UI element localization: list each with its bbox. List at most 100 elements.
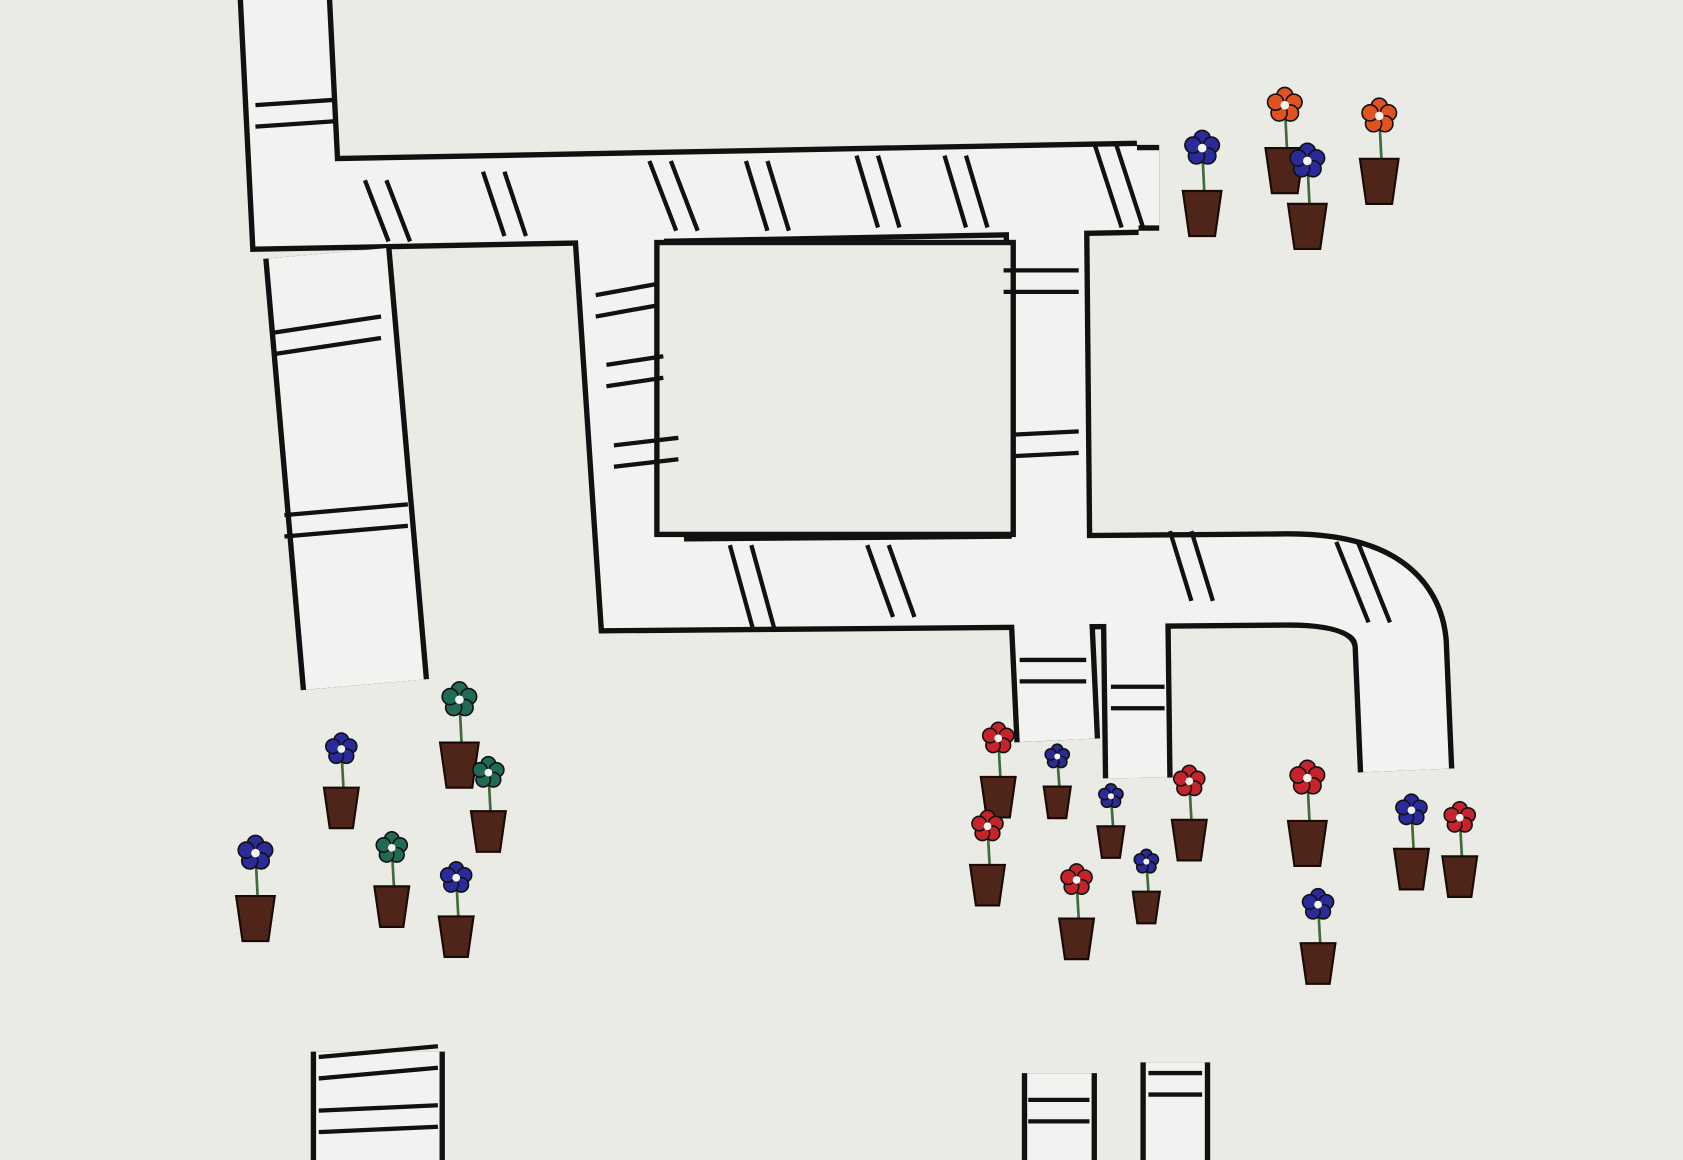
pot xyxy=(322,786,360,830)
pipe-band-line xyxy=(1355,541,1392,624)
flower-center xyxy=(1303,156,1312,166)
pot xyxy=(1131,890,1162,925)
pipe-band-line xyxy=(1092,144,1124,229)
pipe-band-line xyxy=(284,523,409,539)
pot xyxy=(1392,847,1431,891)
pipe-band-line xyxy=(854,154,881,229)
flower-center xyxy=(1072,876,1081,884)
flower-pot xyxy=(437,861,475,959)
pipe-band-line xyxy=(1014,450,1079,459)
flower-center xyxy=(455,695,464,704)
flower-pot xyxy=(1392,793,1431,891)
flower-center xyxy=(337,745,346,753)
flower-pot xyxy=(469,755,507,853)
pipe-band-line xyxy=(613,435,679,448)
petal xyxy=(981,727,998,744)
flower-center xyxy=(1374,111,1384,121)
petal xyxy=(1133,853,1147,867)
petal xyxy=(375,836,392,854)
pipe-band-line xyxy=(606,354,664,367)
pipe-band-line xyxy=(727,544,756,632)
pot xyxy=(1286,202,1328,251)
flower-pot xyxy=(1170,764,1208,862)
pipe-band-line xyxy=(1189,530,1215,602)
flower-pot xyxy=(322,732,360,830)
flower-center xyxy=(1197,143,1207,153)
pipe-band-line xyxy=(886,544,917,618)
pot xyxy=(1042,785,1073,820)
pot xyxy=(373,885,411,928)
pot xyxy=(1358,157,1400,205)
flower-pot xyxy=(1131,848,1162,925)
petal xyxy=(1289,149,1307,167)
pipe-band-line xyxy=(318,1044,439,1060)
pipe-band-line xyxy=(273,314,382,335)
flower-pot xyxy=(968,809,1007,907)
flower-center xyxy=(251,848,260,858)
petal xyxy=(237,841,256,859)
pipe-band-line xyxy=(318,1103,439,1113)
petal xyxy=(1184,136,1202,154)
pipe-band-line xyxy=(865,544,896,618)
flower-pot xyxy=(1042,743,1073,820)
pipe-band-line xyxy=(765,160,791,232)
pipe-band-line xyxy=(749,544,778,632)
petal xyxy=(439,867,456,884)
petal xyxy=(1172,770,1190,787)
pipe-band-line xyxy=(595,303,656,319)
flower-pot xyxy=(1286,759,1328,868)
flower-pot xyxy=(1358,97,1400,205)
pot xyxy=(979,775,1017,819)
flower-center xyxy=(1407,806,1416,815)
pipe-band-line xyxy=(875,154,902,229)
pot xyxy=(1096,825,1126,859)
flower-pots xyxy=(234,86,1479,985)
pot xyxy=(1057,917,1096,961)
pipe-band-line xyxy=(273,335,382,357)
petal xyxy=(1266,93,1285,112)
flower-center xyxy=(1314,900,1322,909)
flower-pot xyxy=(438,681,480,789)
pipe-band-line xyxy=(284,502,409,518)
flower-center xyxy=(1185,777,1194,786)
pipe-band-line xyxy=(1167,530,1194,602)
flower-pot xyxy=(1096,783,1126,859)
pot xyxy=(1181,189,1223,238)
flower-center xyxy=(484,768,493,777)
petal xyxy=(1395,799,1412,816)
pipe-band-line xyxy=(362,179,391,243)
pipe-band-line xyxy=(502,171,528,237)
petal xyxy=(441,687,460,706)
pot xyxy=(1286,819,1328,868)
flower-center xyxy=(1107,793,1114,800)
pot xyxy=(437,915,475,959)
pipe-band-line xyxy=(743,160,770,232)
pipe-band-line xyxy=(606,375,664,389)
pipe-segment xyxy=(1106,605,1168,779)
flower-center xyxy=(983,822,992,831)
petal xyxy=(1301,893,1318,910)
flower-center xyxy=(1303,773,1312,783)
flower-center xyxy=(452,873,461,882)
petal xyxy=(1098,787,1111,801)
pipe-band-line xyxy=(1334,541,1371,624)
pipe-band-line xyxy=(942,154,969,229)
flower-center xyxy=(1455,813,1464,822)
petal xyxy=(472,761,489,778)
pipe-band-line xyxy=(255,97,336,108)
pot xyxy=(469,810,507,853)
pipe-band-line xyxy=(1114,144,1146,229)
pot xyxy=(234,894,277,943)
petal xyxy=(1443,806,1460,824)
pot xyxy=(968,863,1007,907)
pot xyxy=(1441,855,1479,898)
pipe-band-line xyxy=(668,160,700,232)
petal xyxy=(971,815,988,832)
flower-center xyxy=(1143,858,1150,865)
pot xyxy=(1299,942,1337,985)
flower-pot xyxy=(1286,142,1328,251)
pipe-band-line xyxy=(963,154,990,229)
flower-center xyxy=(387,843,396,852)
pipe-band-line xyxy=(480,171,507,237)
